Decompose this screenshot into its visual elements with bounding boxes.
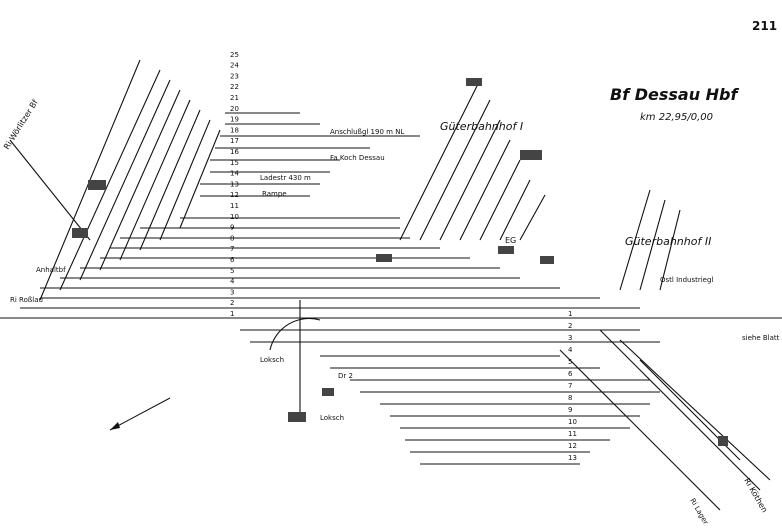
track-number-left: 25: [230, 51, 239, 59]
koethen-line-2: [619, 339, 771, 481]
track-number-right: 8: [568, 394, 572, 402]
track-number-left: 19: [230, 116, 239, 124]
hatch-block-9: [288, 412, 306, 422]
track-number-left: 21: [230, 94, 239, 102]
track-number-right: 4: [568, 346, 573, 354]
track-number-left: 2: [230, 299, 234, 307]
track-number-right: 13: [568, 454, 577, 462]
track-numbers-left: 1234567891011121314151617181920212223242…: [230, 51, 239, 318]
track-number-left: 23: [230, 72, 239, 80]
fan-line-3: [79, 79, 171, 281]
note-siehe: siehe Blatt A211: [742, 334, 782, 342]
line-rosslau: Ri Roßlau: [10, 296, 43, 304]
fan-line-2: [59, 69, 161, 291]
track-number-right: 6: [568, 370, 573, 378]
fan-line-4: [99, 89, 181, 271]
track-number-left: 5: [230, 267, 234, 275]
track-number-left: 14: [230, 170, 239, 178]
track-number-right: 11: [568, 430, 577, 438]
line-loksch-1: Loksch: [260, 356, 284, 364]
gb1-line-4: [459, 139, 511, 241]
track-number-right: 5: [568, 358, 572, 366]
page-number: 211: [752, 19, 777, 33]
km-label: km 22,95/0,00: [640, 112, 713, 123]
hatch-block-1: [72, 228, 88, 238]
hatch-block-8: [322, 388, 334, 396]
line-koethen: Ri Köthen: [742, 477, 769, 515]
line-anhaltbf: Anhaltbf: [36, 266, 66, 274]
track-number-left: 11: [230, 202, 239, 210]
track-number-left: 22: [230, 83, 239, 91]
hatch-block-2: [88, 180, 106, 190]
track-number-right: 10: [568, 418, 577, 426]
track-number-left: 4: [230, 278, 235, 286]
fan-line-5: [119, 99, 191, 261]
turntable-arc: [269, 317, 321, 351]
track-number-left: 10: [230, 213, 239, 221]
note-dr: Dr 2: [338, 372, 353, 380]
fan-line-6: [139, 109, 201, 251]
gb1-line-1: [399, 79, 481, 241]
gb2-line-3: [659, 209, 681, 291]
direction-arrow-line: [109, 397, 171, 431]
hatch-block-3: [376, 254, 392, 262]
note-anschluss: Anschlußgl 190 m NL: [330, 128, 404, 136]
gb2-line-1: [619, 189, 651, 291]
track-number-left: 16: [230, 148, 239, 156]
page-title: Bf Dessau Hbf: [610, 85, 740, 104]
track-number-left: 8: [230, 234, 234, 242]
note-rampe: Rampe: [262, 190, 287, 198]
track-number-right: 12: [568, 442, 577, 450]
note-ladestr: Ladestr 430 m: [260, 174, 311, 182]
line-industriegl: Ostl Industriegl: [660, 276, 713, 284]
track-number-right: 1: [568, 310, 572, 318]
track-number-left: 17: [230, 137, 239, 145]
track-number-right: 7: [568, 382, 572, 390]
track-number-left: 12: [230, 191, 239, 199]
fan-line-8: [179, 129, 221, 229]
track-number-left: 15: [230, 159, 239, 167]
note-eg: EG: [505, 236, 516, 245]
hatch-block-5: [540, 256, 554, 264]
fan-line-7: [159, 119, 211, 241]
track-number-left: 24: [230, 62, 239, 70]
hatched-blocks: [72, 78, 728, 446]
track-number-left: 13: [230, 180, 239, 188]
gb1-line-6: [499, 179, 531, 241]
track-number-left: 6: [230, 256, 235, 264]
hatch-block-6: [466, 78, 482, 86]
track-lines: [0, 59, 782, 511]
track-number-right: 9: [568, 406, 572, 414]
track-number-left: 3: [230, 288, 234, 296]
track-number-right: 2: [568, 322, 572, 330]
gb1-line-7: [519, 194, 546, 241]
hatch-block-7: [520, 150, 542, 160]
yard-2-label: Güterbahnhof II: [625, 235, 711, 248]
line-lager: Ri Lager: [688, 497, 709, 526]
line-loksch-2: Loksch: [320, 414, 344, 422]
woerlitz-line: [9, 139, 91, 241]
track-number-left: 9: [230, 224, 234, 232]
track-number-right: 3: [568, 334, 572, 342]
direction-arrow-head: [110, 422, 120, 430]
koethen-line-1: [599, 329, 761, 491]
koethen-line-3: [559, 349, 721, 511]
line-woerlitz: Ri Wörlitzer Bf: [2, 98, 40, 151]
track-number-left: 18: [230, 126, 239, 134]
gb1-line-2: [419, 99, 491, 241]
gb1-line-3: [439, 119, 501, 241]
hatch-block-4: [498, 246, 514, 254]
track-number-left: 1: [230, 310, 234, 318]
yard-1-label: Güterbahnhof I: [440, 120, 523, 133]
track-number-left: 7: [230, 245, 234, 253]
gb1-line-5: [479, 159, 521, 241]
track-number-left: 20: [230, 105, 239, 113]
gb2-line-2: [639, 199, 666, 291]
hatch-block-10: [718, 436, 728, 446]
note-koch: Fa Koch Dessau: [330, 154, 385, 162]
